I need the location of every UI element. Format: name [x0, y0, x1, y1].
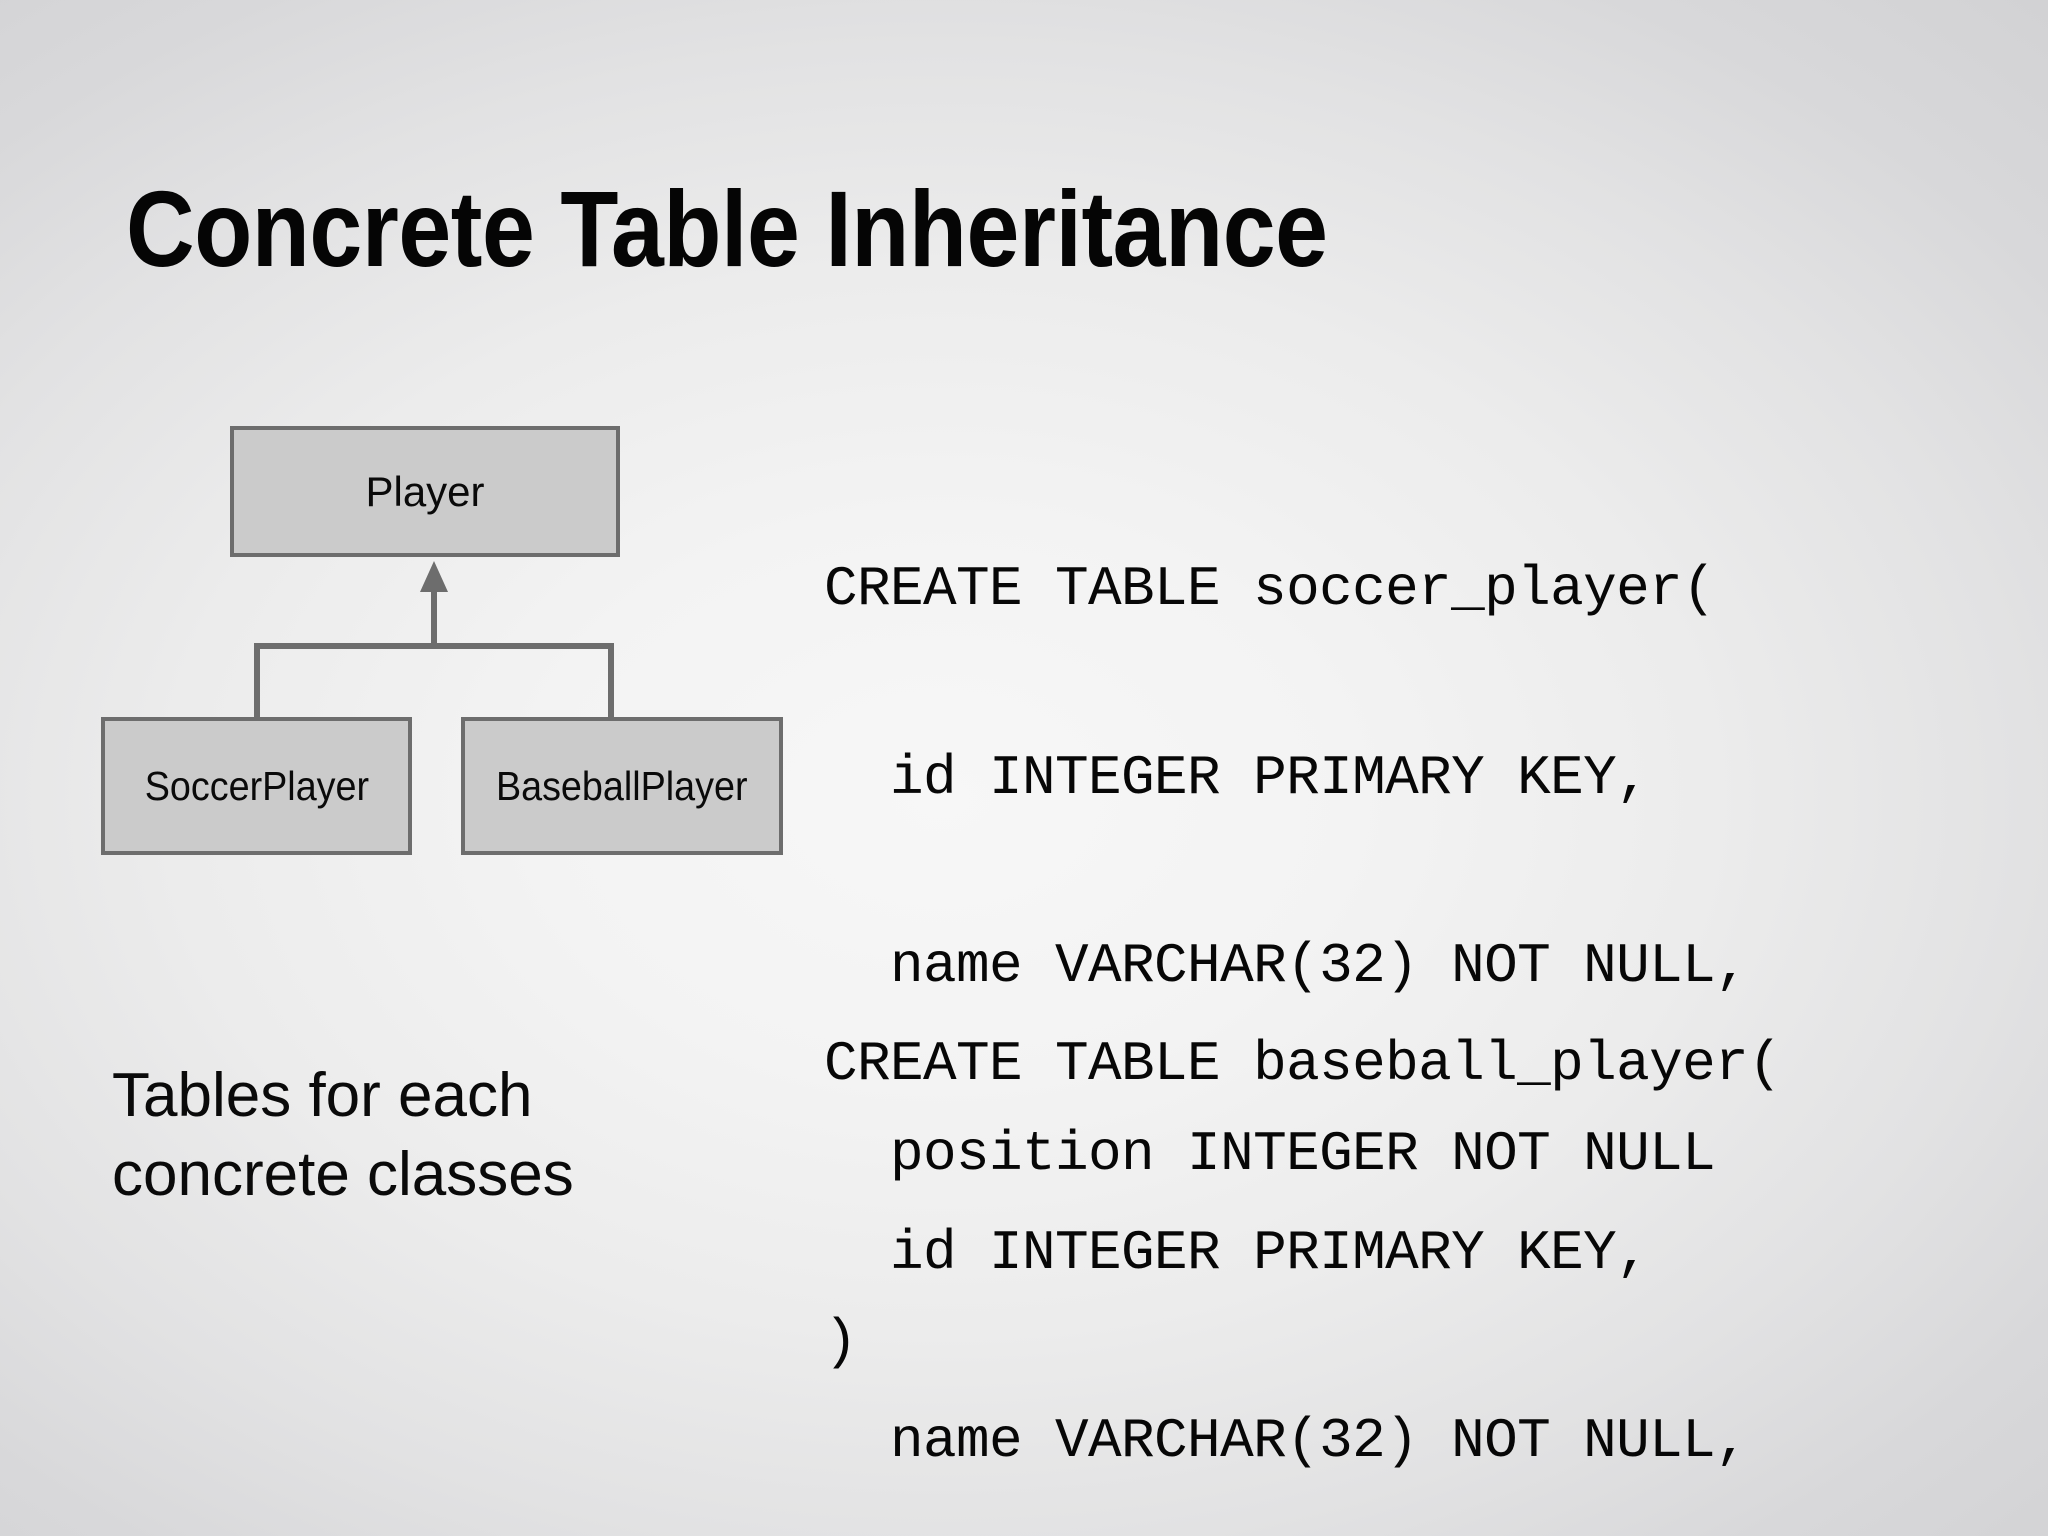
sql-snippet-soccer-player: CREATE TABLE soccer_player( id INTEGER P… — [824, 433, 1749, 1499]
uml-class-player-label: Player — [365, 467, 485, 515]
diagram-caption: Tables for each concrete classes — [112, 1057, 812, 1214]
page-title: Concrete Table Inheritance — [126, 168, 1328, 289]
connector-drop-right — [608, 643, 614, 721]
sql-soccer-line-3: name VARCHAR(32) NOT NULL, — [824, 933, 1749, 998]
uml-class-player: Player — [230, 426, 620, 557]
caption-line-1: Tables for each — [112, 1061, 533, 1130]
connector-drop-left — [254, 643, 260, 721]
sql-soccer-line-2: id INTEGER PRIMARY KEY, — [824, 745, 1650, 810]
uml-class-soccerplayer-label: SoccerPlayer — [144, 762, 369, 809]
sql-baseball-line-1: CREATE TABLE baseball_player( — [824, 1032, 1782, 1097]
caption-line-2: concrete classes — [112, 1139, 574, 1209]
connector-stem — [431, 590, 437, 646]
sql-snippet-baseball-player: CREATE TABLE baseball_player( id INTEGER… — [824, 908, 1782, 1536]
sql-soccer-line-4: position INTEGER NOT NULL — [824, 1121, 1716, 1186]
sql-baseball-line-3: name VARCHAR(32) NOT NULL, — [824, 1408, 1749, 1473]
uml-class-baseballplayer-label: BaseballPlayer — [496, 762, 748, 809]
sql-soccer-line-5: ) — [824, 1310, 858, 1375]
uml-class-diagram: Player SoccerPlayer BaseballPlayer — [0, 0, 900, 900]
sql-baseball-line-2: id INTEGER PRIMARY KEY, — [824, 1220, 1650, 1285]
generalization-arrow-icon — [420, 561, 448, 592]
uml-class-baseballplayer: BaseballPlayer — [461, 717, 783, 855]
connector-bar — [254, 643, 614, 649]
sql-soccer-line-1: CREATE TABLE soccer_player( — [824, 557, 1716, 622]
uml-class-soccerplayer: SoccerPlayer — [101, 717, 412, 855]
